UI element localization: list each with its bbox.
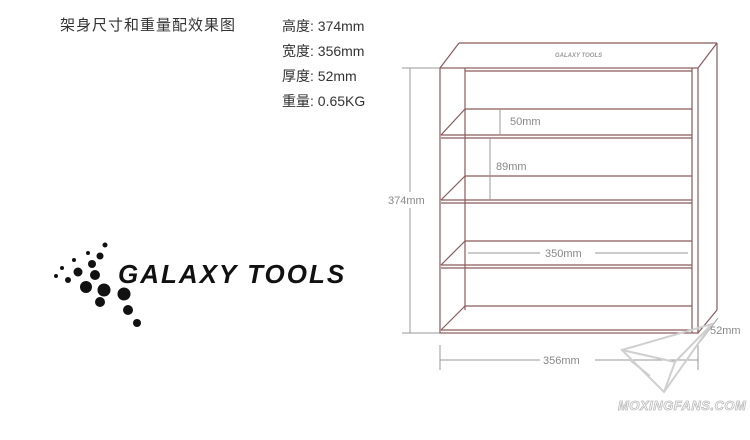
shelf-frame: [439, 42, 718, 334]
mini-logo-text: GALAXY TOOLS: [555, 53, 602, 59]
spec-width: 宽度: 356mm: [282, 41, 364, 61]
spec-value: 0.65KG: [317, 93, 366, 109]
inner-width-label: 350mm: [545, 248, 582, 260]
shelf-boards: [440, 108, 692, 331]
width-dimension: [439, 345, 699, 370]
dot-spray-icon: [54, 242, 141, 327]
paper-plane-icon: [620, 322, 715, 394]
spec-label: 高度:: [282, 18, 314, 34]
logo-text: GALAXY TOOLS: [118, 259, 346, 289]
page-title: 架身尺寸和重量配效果图: [60, 17, 237, 34]
spec-label: 重量:: [282, 93, 314, 109]
spec-depth: 厚度: 52mm: [282, 66, 357, 86]
spec-height: 高度: 374mm: [282, 16, 364, 36]
gap-label: 50mm: [510, 116, 541, 128]
spec-label: 厚度:: [282, 68, 314, 84]
height-label: 374mm: [388, 195, 425, 207]
spec-label: 宽度:: [282, 43, 314, 59]
shelf-height-label: 89mm: [496, 161, 527, 173]
spec-value: 52mm: [317, 68, 357, 84]
spec-value: 356mm: [317, 43, 365, 59]
depth-label: 52mm: [710, 325, 741, 337]
width-label: 356mm: [543, 355, 580, 367]
internal-dimensions: [468, 109, 688, 254]
spec-weight: 重量: 0.65KG: [282, 91, 365, 111]
spec-value: 374mm: [317, 18, 365, 34]
watermark-text: MOXINGFANS.COM: [618, 398, 747, 413]
